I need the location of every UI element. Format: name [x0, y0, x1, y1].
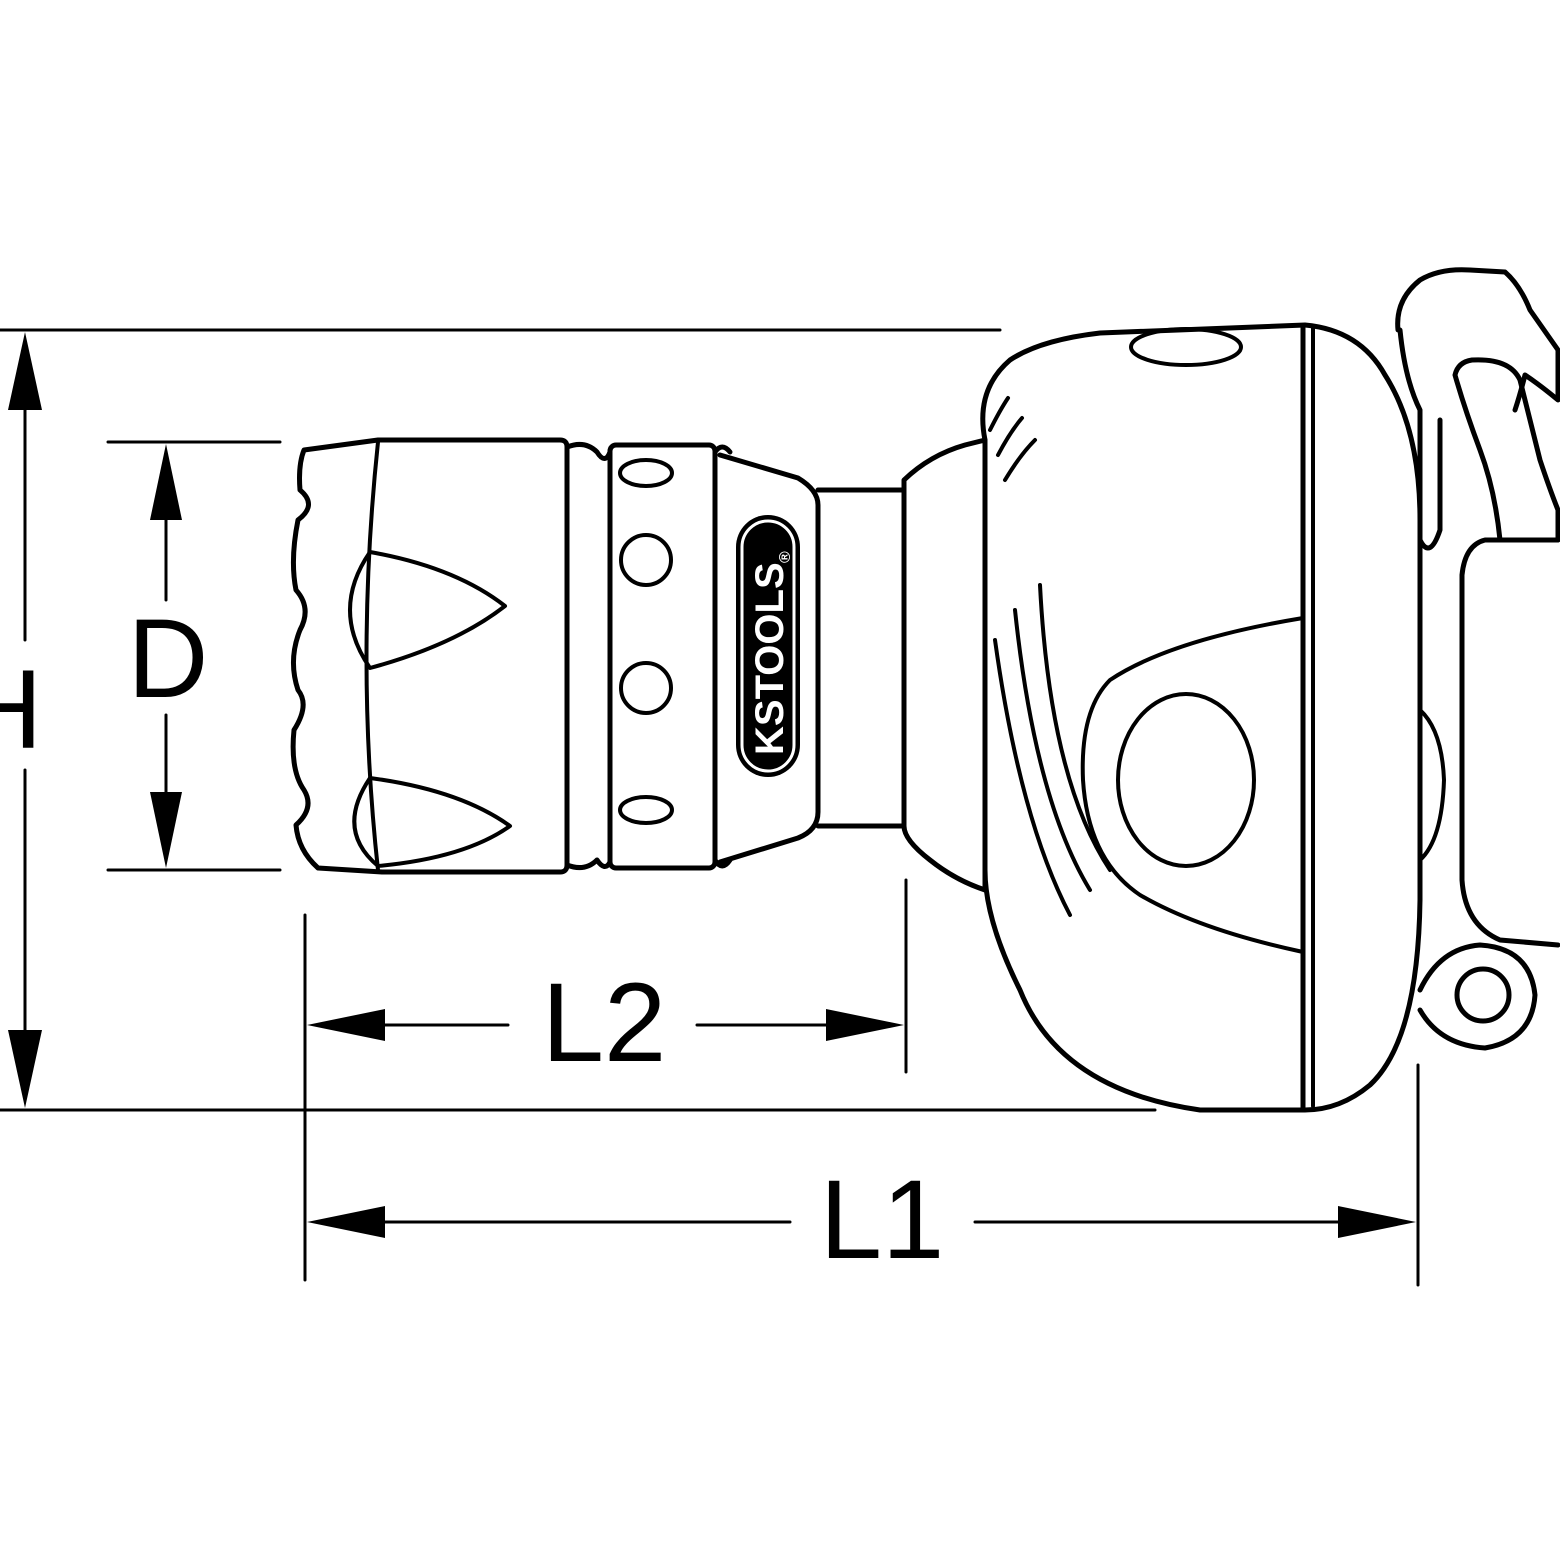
side-panel — [1080, 616, 1305, 954]
logo-tools: TOOLS — [748, 562, 792, 699]
ring-dimple-2 — [619, 533, 673, 587]
logo-badge — [736, 515, 800, 777]
neck — [815, 487, 907, 829]
logo-badge-inner — [740, 519, 796, 773]
bracket-top-clip — [1395, 267, 1560, 413]
logo-ks: KS — [748, 699, 792, 755]
pivot-screw — [1454, 966, 1512, 1024]
housing-shell — [980, 322, 1423, 1113]
top-button — [1129, 327, 1243, 367]
main-housing — [901, 322, 1423, 1113]
bezel-inner-edge — [364, 440, 380, 872]
h-arrow-down — [8, 1030, 42, 1108]
dimension-l2: L2 — [303, 878, 908, 1282]
l2-arrow-left — [307, 1009, 385, 1041]
d-label: D — [128, 596, 209, 721]
dimension-l1: L1 — [307, 1063, 1420, 1287]
bracket-hook — [1452, 357, 1560, 543]
d-arrow-up — [150, 444, 182, 520]
bracket-arm — [1397, 327, 1443, 551]
dimension-h: H — [0, 328, 1157, 1112]
bracket-side-pin — [1418, 708, 1446, 862]
front-bezel — [290, 437, 570, 875]
ring-dimple-1 — [618, 458, 674, 488]
h-arrow-up — [8, 332, 42, 410]
l1-arrow-left — [307, 1206, 385, 1238]
ring-notch-right — [712, 444, 733, 455]
rear-collar: KSTOOLS ® — [717, 452, 821, 865]
side-button — [1116, 692, 1256, 868]
brand-logo: KSTOOLS ® — [736, 515, 800, 777]
bezel-outline — [290, 437, 570, 875]
l1-arrow-right — [1338, 1206, 1416, 1238]
grip-line-1 — [988, 396, 1010, 432]
contour-line-2 — [1013, 608, 1092, 892]
d-arrow-down — [150, 792, 182, 868]
l2-arrow-right — [826, 1009, 904, 1041]
bezel-tooth-upper — [348, 550, 507, 670]
pivot-lug — [1417, 942, 1538, 1051]
ring-dimple-3 — [619, 661, 673, 715]
l2-label: L2 — [542, 960, 667, 1085]
headlamp-drawing: KSTOOLS ® — [290, 267, 1560, 1113]
logo-registered: ® — [777, 551, 794, 563]
h-label: H — [0, 647, 42, 772]
contour-line-1 — [993, 638, 1072, 917]
bracket-back-plate — [1459, 537, 1560, 948]
ring-notch-left — [564, 441, 613, 871]
zoom-ring-body — [607, 442, 718, 871]
bezel-tooth-lower — [352, 776, 512, 868]
logo-text: KSTOOLS — [748, 562, 792, 755]
collar-outline — [717, 452, 821, 865]
contour-line-3 — [1038, 583, 1112, 872]
l1-label: L1 — [820, 1157, 945, 1282]
housing-mount-flange — [901, 437, 988, 893]
zoom-ring — [564, 441, 733, 871]
grip-line-2 — [996, 416, 1024, 457]
dimension-d: D — [106, 440, 282, 872]
headband-bracket — [1395, 267, 1560, 1051]
grip-line-3 — [1003, 438, 1037, 482]
ring-dimple-4 — [618, 795, 674, 825]
